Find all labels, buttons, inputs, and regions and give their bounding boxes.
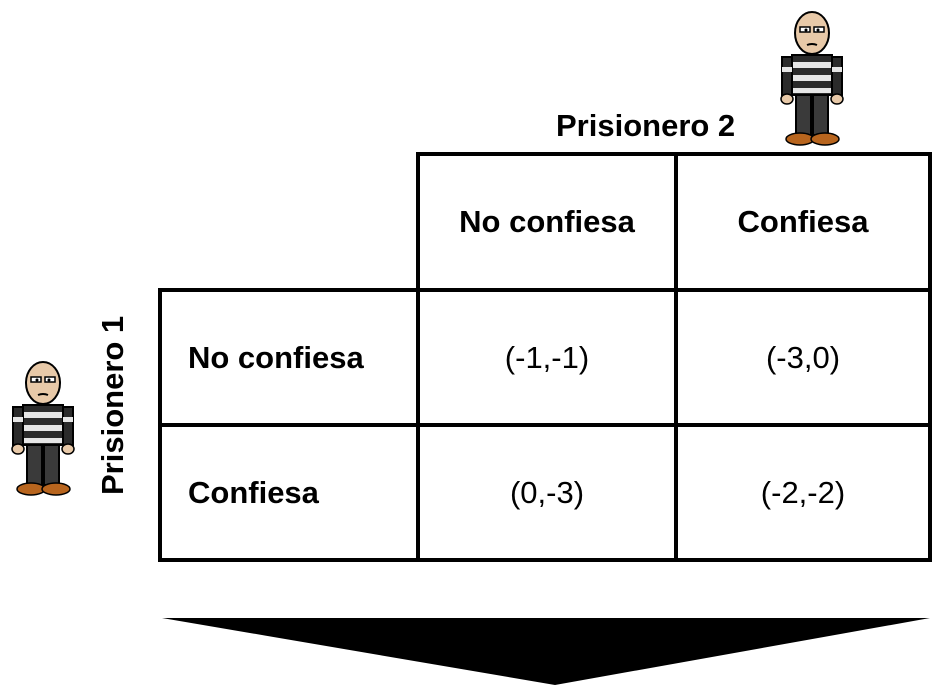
prisoner-icon	[780, 11, 844, 146]
down-arrow-icon	[162, 618, 930, 685]
player2-label: Prisionero 2	[556, 108, 736, 143]
prisoner-icon	[11, 361, 75, 496]
column-header-no-confiesa: No confiesa	[459, 204, 635, 239]
row-header-no-confiesa: No confiesa	[188, 339, 364, 375]
column-header-confiesa: Confiesa	[737, 204, 869, 239]
payoff-cell: (-1,-1)	[504, 339, 590, 375]
payoff-cell: (-2,-2)	[760, 474, 846, 510]
payoff-cell: (-3,0)	[765, 339, 841, 375]
row-header-confiesa: Confiesa	[188, 474, 319, 510]
payoff-cell: (0,-3)	[509, 474, 585, 510]
